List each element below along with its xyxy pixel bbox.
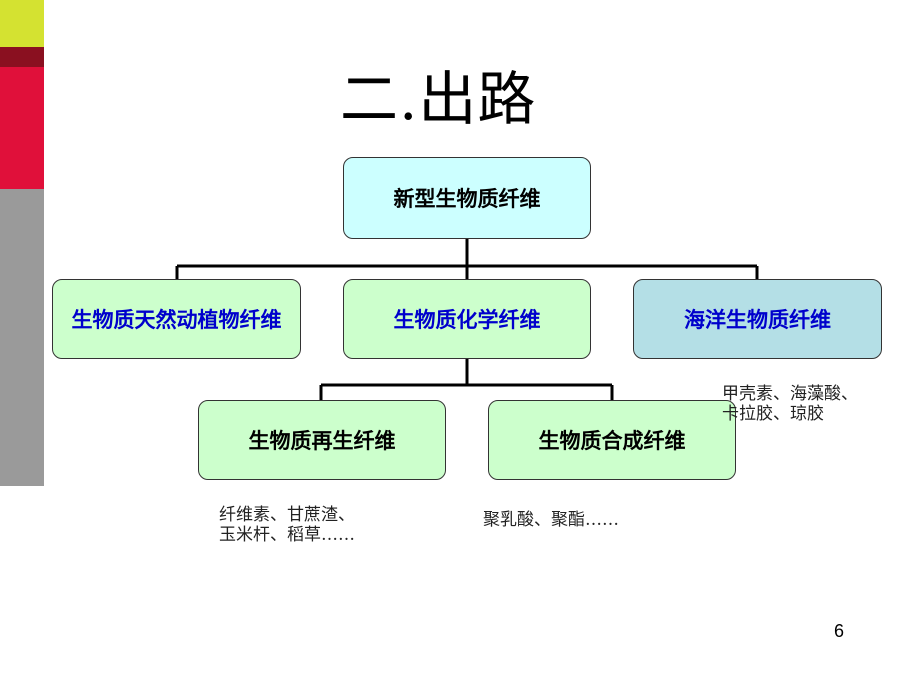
node-regenerated-fiber-label: 生物质再生纤维 [248, 429, 396, 453]
slide-title: 二.出路 [340, 65, 537, 133]
node-root-label: 新型生物质纤维 [393, 187, 541, 211]
node-synthetic-fiber-label: 生物质合成纤维 [538, 429, 686, 453]
decor-strip-lime [0, 0, 44, 47]
page-number: 6 [834, 621, 845, 641]
node-chemical-fiber-label: 生物质化学纤维 [393, 308, 541, 332]
node-synthetic-fiber: 生物质合成纤维 [488, 400, 736, 480]
node-regenerated-fiber: 生物质再生纤维 [198, 400, 446, 480]
node-chemical-fiber: 生物质化学纤维 [343, 279, 591, 359]
node-marine-fiber-label: 海洋生物质纤维 [684, 308, 831, 332]
note-marine-examples: 甲壳素、海藻酸、 卡拉胶、琼胶 [722, 384, 858, 424]
node-natural-fiber-label: 生物质天然动植物纤维 [71, 308, 282, 332]
note-synthetic-examples: 聚乳酸、聚酯…… [483, 510, 619, 530]
decor-strip-red [0, 67, 44, 189]
node-root: 新型生物质纤维 [343, 157, 591, 239]
node-natural-fiber: 生物质天然动植物纤维 [52, 279, 301, 359]
decor-strip-gray [0, 189, 44, 486]
decor-strip-darkred [0, 47, 44, 67]
node-marine-fiber: 海洋生物质纤维 [633, 279, 882, 359]
note-regenerated-examples: 纤维素、甘蔗渣、 玉米杆、稻草…… [219, 505, 355, 545]
